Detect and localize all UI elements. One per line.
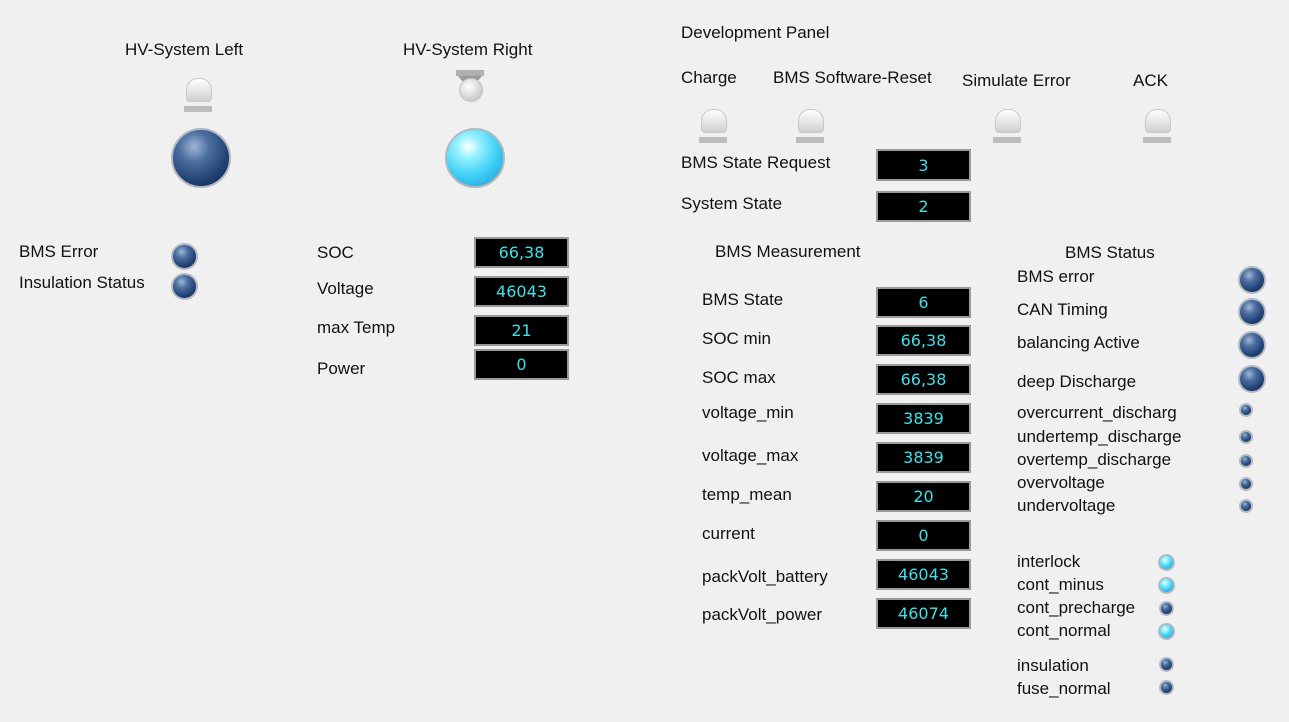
measurement-value: 66,38 bbox=[876, 364, 971, 395]
status-label: insulation bbox=[1017, 656, 1089, 675]
status-led bbox=[1238, 266, 1266, 294]
status-led bbox=[1239, 430, 1253, 444]
state-request-display: 3 bbox=[876, 149, 971, 181]
switch-base bbox=[699, 137, 727, 143]
measurement-value: 20 bbox=[876, 481, 971, 512]
insulation-status-led bbox=[171, 273, 198, 300]
status-title: BMS Status bbox=[1065, 243, 1155, 262]
switch-base bbox=[796, 137, 824, 143]
measurement-value: 3839 bbox=[876, 403, 971, 434]
switch-knob-icon bbox=[1145, 109, 1171, 133]
hv-left-indicator bbox=[171, 128, 231, 188]
status-label: deep Discharge bbox=[1017, 372, 1137, 391]
status-led bbox=[1158, 554, 1175, 571]
measurement-label: packVolt_battery bbox=[702, 567, 828, 586]
status-led bbox=[1159, 601, 1174, 616]
switch-base bbox=[1143, 137, 1171, 143]
switch-base bbox=[184, 106, 212, 112]
measurement-value: 66,38 bbox=[876, 325, 971, 356]
switch-knob-icon bbox=[995, 109, 1021, 133]
status-label: overtemp_discharge bbox=[1017, 450, 1172, 469]
status-led bbox=[1239, 477, 1253, 491]
ack-switch[interactable] bbox=[1142, 107, 1172, 147]
power-label: Power bbox=[317, 359, 366, 378]
switch-base bbox=[456, 70, 484, 76]
measurement-value: 0 bbox=[876, 520, 971, 551]
switch-base bbox=[993, 137, 1021, 143]
status-led bbox=[1239, 499, 1253, 513]
measurement-label: temp_mean bbox=[702, 485, 792, 504]
state-request-label: BMS State Request bbox=[681, 153, 831, 172]
status-label: BMS error bbox=[1017, 267, 1095, 286]
switch-knob-icon bbox=[701, 109, 727, 133]
simulate-error-switch[interactable] bbox=[992, 107, 1022, 147]
status-label: overcurrent_discharg bbox=[1017, 403, 1177, 422]
bms-error-label: BMS Error bbox=[19, 242, 99, 261]
switch-knob-icon bbox=[186, 78, 212, 102]
status-led bbox=[1158, 623, 1175, 640]
measurement-value: 3839 bbox=[876, 442, 971, 473]
measurement-label: packVolt_power bbox=[702, 605, 823, 624]
status-label: cont_normal bbox=[1017, 621, 1111, 640]
power-display: 0 bbox=[474, 349, 569, 380]
status-led bbox=[1239, 403, 1253, 417]
status-label: undervoltage bbox=[1017, 496, 1116, 515]
measurement-label: BMS State bbox=[702, 290, 784, 309]
max-temp-label: max Temp bbox=[317, 318, 396, 337]
hv-right-switch[interactable] bbox=[455, 70, 485, 108]
status-led bbox=[1238, 298, 1266, 326]
bms-error-led bbox=[171, 243, 198, 270]
status-label: undertemp_discharge bbox=[1017, 427, 1182, 446]
insulation-status-label: Insulation Status bbox=[19, 273, 145, 292]
measurement-label: current bbox=[702, 524, 755, 543]
status-led bbox=[1238, 331, 1266, 359]
status-led bbox=[1159, 680, 1174, 695]
soc-label: SOC bbox=[317, 243, 354, 262]
measurement-label: voltage_max bbox=[702, 446, 799, 465]
voltage-display: 46043 bbox=[474, 276, 569, 307]
voltage-label: Voltage bbox=[317, 279, 374, 298]
status-label: interlock bbox=[1017, 552, 1081, 571]
measurement-value: 46074 bbox=[876, 598, 971, 629]
status-led bbox=[1159, 657, 1174, 672]
dev-panel-title: Development Panel bbox=[681, 23, 830, 42]
measurement-value: 46043 bbox=[876, 559, 971, 590]
measurement-title: BMS Measurement bbox=[715, 242, 861, 261]
switch-knob-icon bbox=[798, 109, 824, 133]
max-temp-display: 21 bbox=[474, 315, 569, 346]
status-label: fuse_normal bbox=[1017, 679, 1111, 698]
measurement-value: 6 bbox=[876, 287, 971, 318]
charge-label: Charge bbox=[681, 68, 737, 87]
measurement-label: voltage_min bbox=[702, 403, 794, 422]
measurement-label: SOC min bbox=[702, 329, 771, 348]
status-label: cont_precharge bbox=[1017, 598, 1136, 617]
status-led bbox=[1239, 454, 1253, 468]
hv-left-switch[interactable] bbox=[183, 76, 213, 116]
ack-label: ACK bbox=[1133, 71, 1168, 90]
status-label: balancing Active bbox=[1017, 333, 1140, 352]
hv-right-indicator bbox=[445, 128, 505, 188]
switch-knob-icon bbox=[459, 78, 483, 102]
bms-reset-label: BMS Software-Reset bbox=[773, 68, 932, 87]
system-state-display: 2 bbox=[876, 191, 971, 222]
hv-left-title: HV-System Left bbox=[125, 40, 244, 59]
simulate-error-label: Simulate Error bbox=[962, 71, 1071, 90]
system-state-label: System State bbox=[681, 194, 783, 213]
soc-display: 66,38 bbox=[474, 237, 569, 268]
status-label: CAN Timing bbox=[1017, 300, 1108, 319]
status-label: cont_minus bbox=[1017, 575, 1104, 594]
status-label: overvoltage bbox=[1017, 473, 1105, 492]
charge-switch[interactable] bbox=[698, 107, 728, 147]
measurement-label: SOC max bbox=[702, 368, 776, 387]
status-led bbox=[1158, 577, 1175, 594]
status-led bbox=[1238, 365, 1266, 393]
bms-reset-switch[interactable] bbox=[795, 107, 825, 147]
hv-right-title: HV-System Right bbox=[403, 40, 533, 59]
